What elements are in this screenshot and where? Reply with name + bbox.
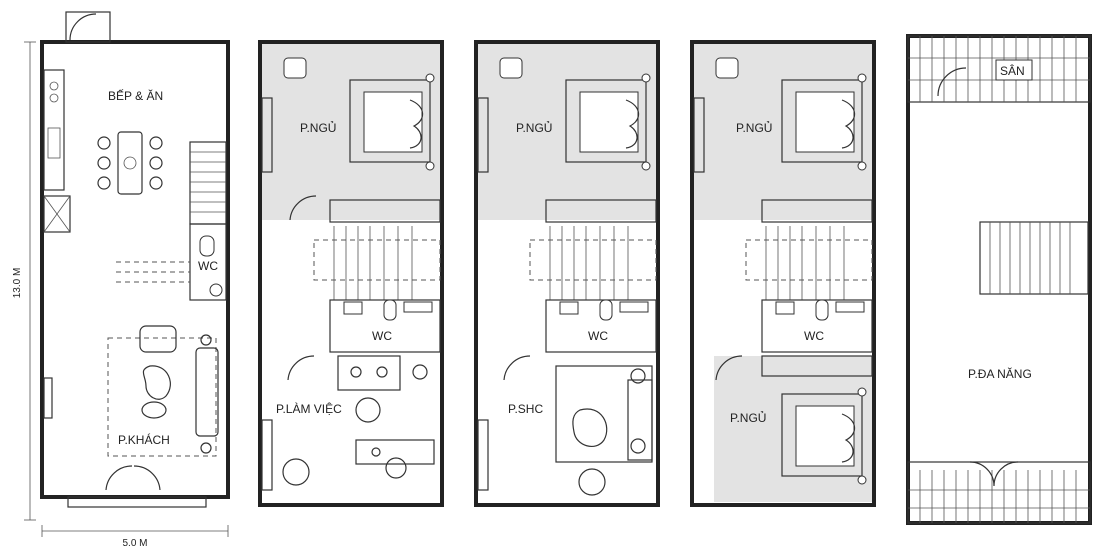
room-label: BẾP & ĂN [108,88,163,103]
room-label: SÂN [1000,63,1025,78]
plan-floor-3: P.NGỦ WC P.SHC [474,40,660,507]
plan-floor-4: P.NGỦ WC P.NGỦ [690,40,876,507]
dimension-width: 5.0 M [41,525,229,549]
room-label: P.NGỦ [516,120,552,135]
plan-ground-floor: BẾP & ĂN WC P.KHÁCH [40,11,230,508]
room-label: WC [804,329,824,343]
width-label: 5.0 M [122,538,147,549]
room-label: P.LÀM VIỆC [276,401,342,416]
room-label: P.ĐA NĂNG [968,366,1032,381]
room-label: P.KHÁCH [118,432,170,447]
room-label: WC [588,329,608,343]
plan-roof-floor: SÂN P.ĐA NĂNG [906,34,1092,525]
room-label: P.SHC [508,402,543,416]
dimension-depth: 13.0 M [12,41,36,521]
plan-floor-2: P.NGỦ WC P.LÀM VIỆC [258,40,444,507]
room-label: WC [372,329,392,343]
room-label: P.NGỦ [736,120,772,135]
depth-label: 13.0 M [12,268,23,299]
room-label: P.NGỦ [300,120,336,135]
room-label: P.NGỦ [730,410,766,425]
room-label: WC [198,259,218,273]
